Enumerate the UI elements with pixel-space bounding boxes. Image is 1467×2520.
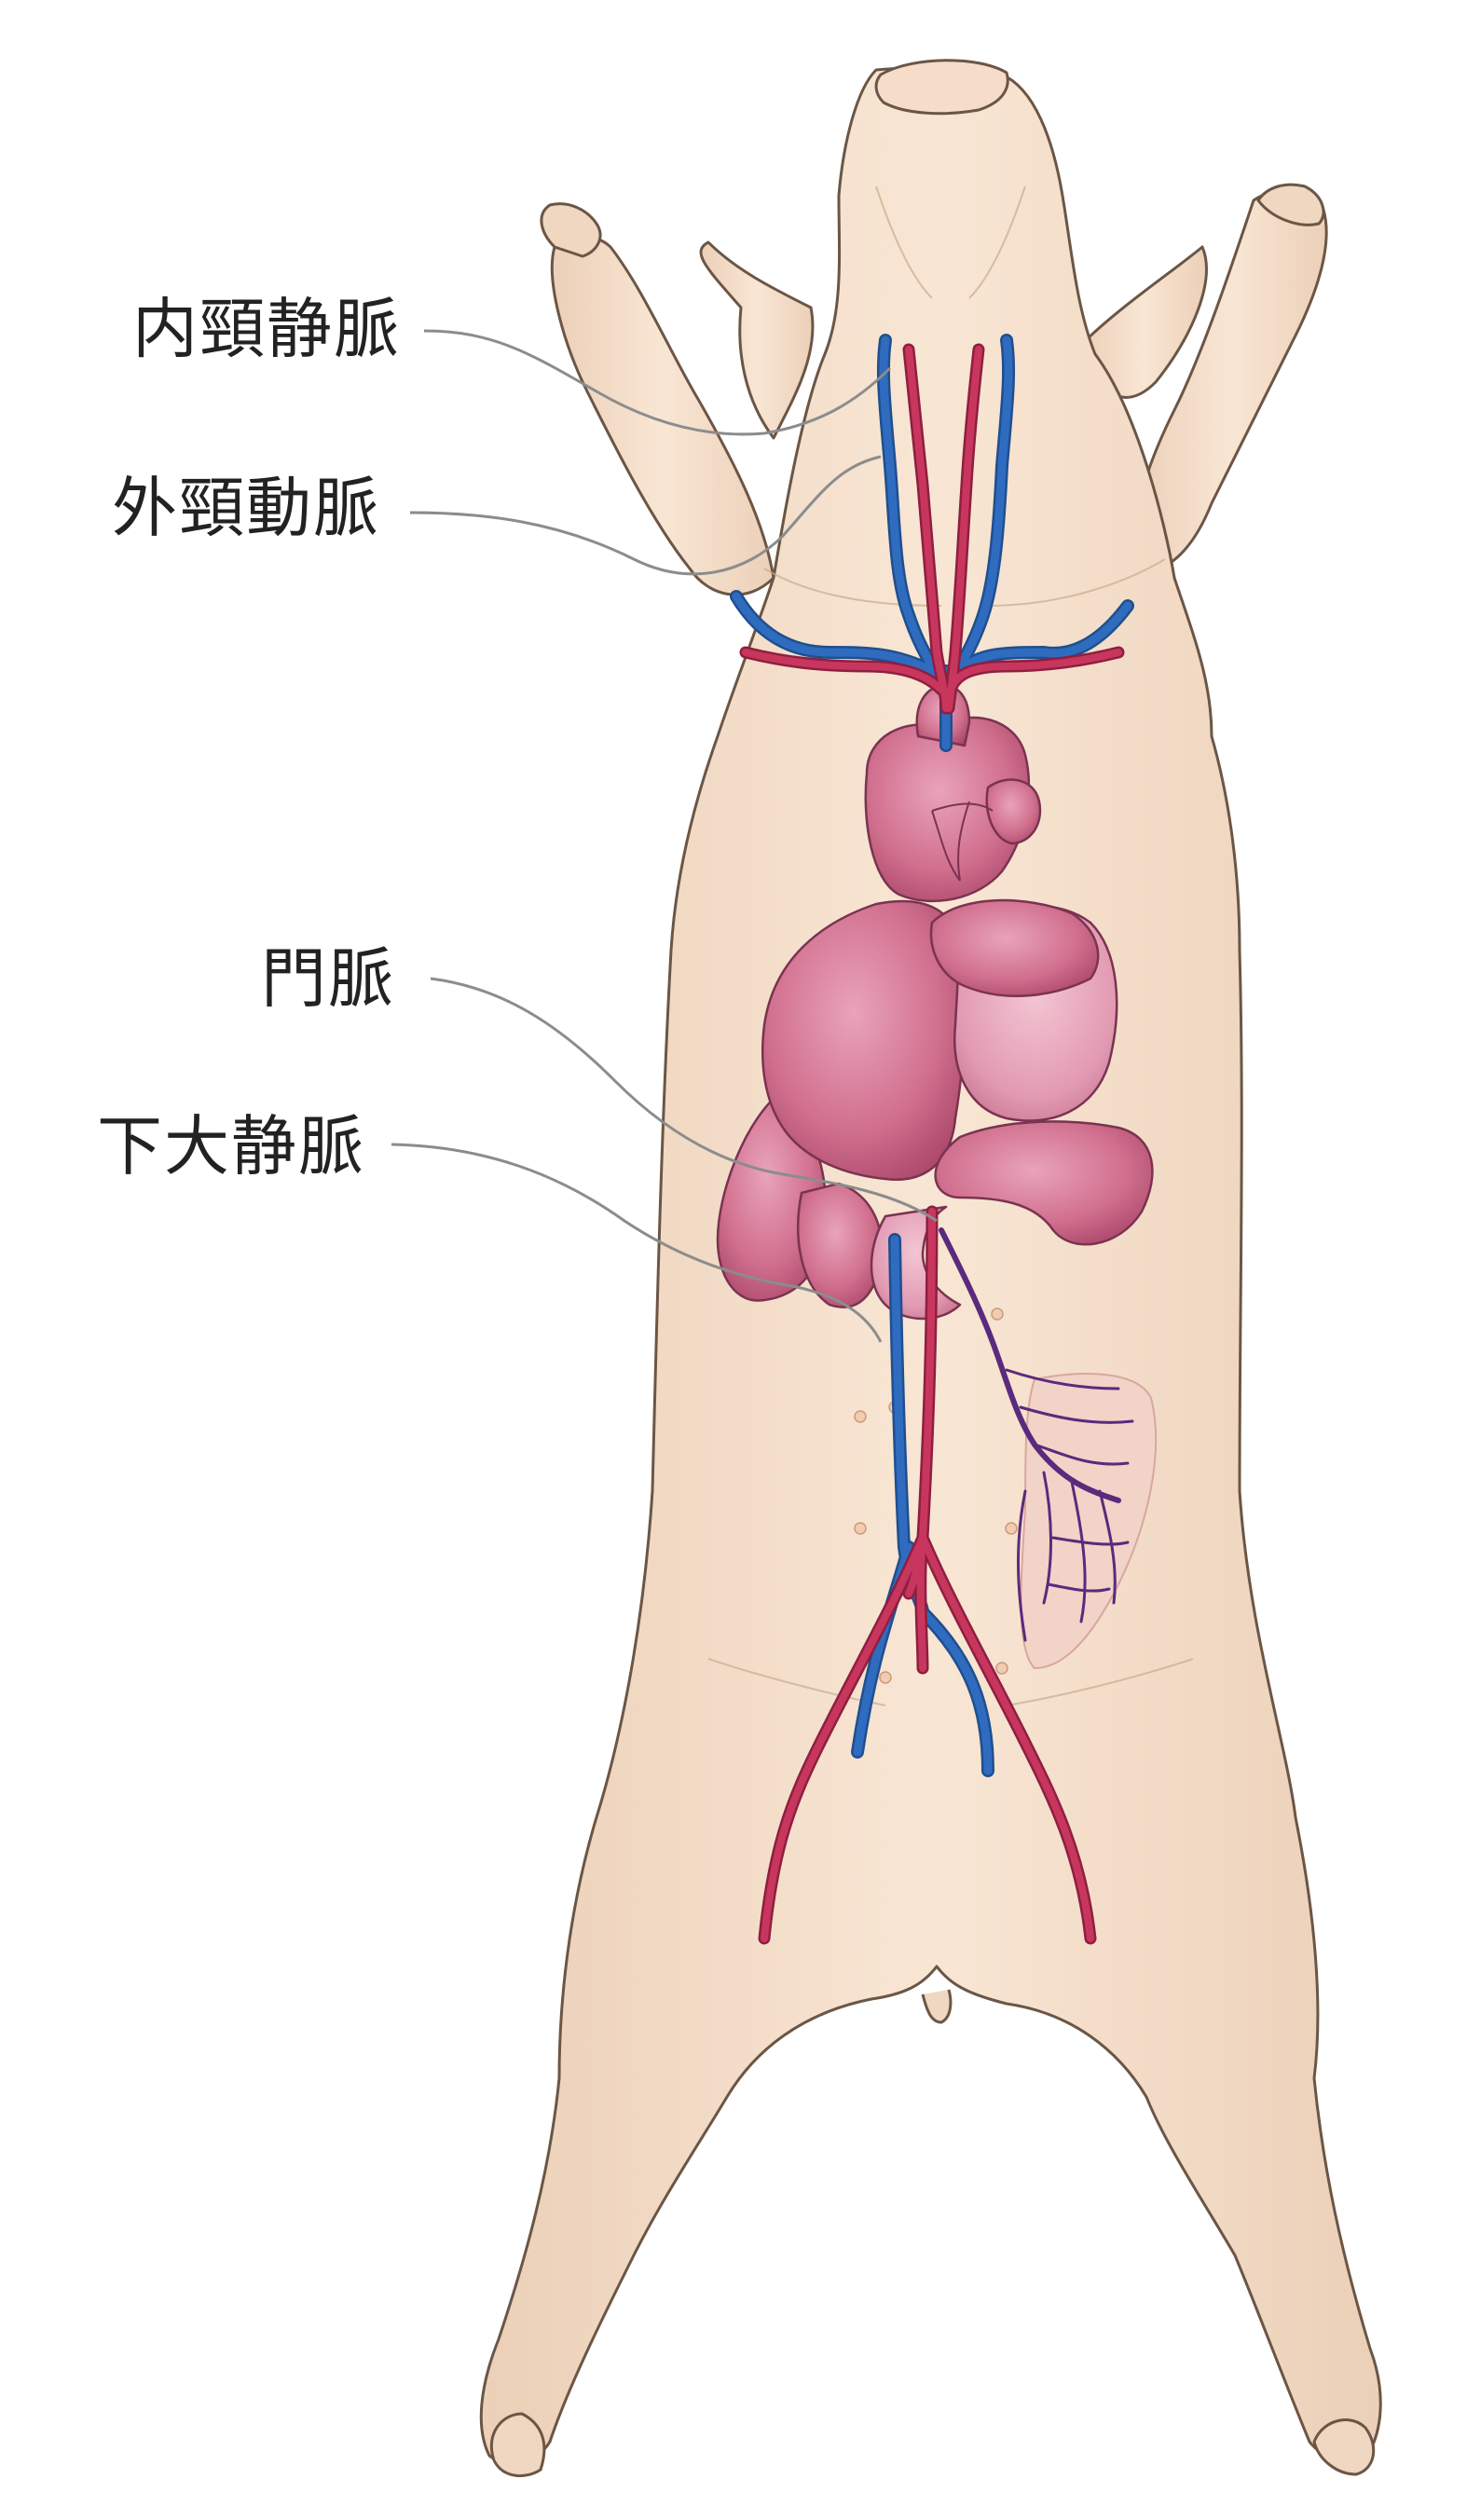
leader-inferior-vena-cava — [391, 1143, 883, 1343]
label-internal-jugular-vein: 内頸静脈 — [132, 291, 401, 367]
subclavian-artery-right — [947, 649, 1122, 693]
carotid-artery-right — [945, 346, 982, 712]
liver-right-lobe — [929, 898, 1100, 997]
liver — [761, 899, 967, 1181]
arteries — [739, 343, 1125, 1945]
iliac-artery-left — [761, 1534, 926, 1942]
label-portal-vein: 門脈 — [261, 940, 395, 1017]
jugular-vein-left — [879, 336, 941, 680]
jugular-vein-right — [951, 336, 1013, 680]
iliac-artery-right — [919, 1534, 1094, 1942]
tail — [921, 1989, 953, 2024]
leader-lines — [391, 329, 938, 1343]
heart-right-atrium — [985, 778, 1042, 845]
leader-internal-jugular-vein — [423, 329, 892, 436]
left-front-hoof — [540, 202, 602, 258]
skin-folds — [707, 185, 1194, 1706]
right-front-hoof — [1256, 183, 1325, 226]
carotid-artery-left — [905, 346, 950, 712]
right-front-leg — [1132, 190, 1328, 572]
iliac-vein-right — [918, 1608, 993, 1775]
spleen — [934, 1120, 1154, 1246]
left-ear — [699, 240, 815, 440]
label-external-carotid-artery: 外頸動脈 — [112, 470, 380, 546]
label-inferior-vena-cava: 下大静脈 — [97, 1108, 365, 1185]
right-hind-hoof — [1312, 2418, 1376, 2476]
portal-vein — [939, 1227, 1121, 1503]
subclavian-artery-left — [742, 649, 945, 693]
subclavian-vein-right — [955, 601, 1132, 676]
left-hind-hoof — [489, 2412, 546, 2478]
abdominal-aorta — [905, 1208, 936, 1597]
leader-portal-vein — [430, 977, 938, 1223]
snout — [874, 59, 1009, 116]
organs — [716, 683, 1158, 1669]
mesentery — [1020, 1373, 1158, 1669]
subclavian-vein-left — [732, 592, 937, 676]
median-sacral-artery — [916, 1534, 926, 1672]
coronary-vessels — [931, 801, 994, 882]
liver-middle-lobe — [797, 1182, 884, 1308]
portal-system — [939, 1227, 1134, 1642]
leader-external-carotid-artery — [409, 455, 882, 576]
